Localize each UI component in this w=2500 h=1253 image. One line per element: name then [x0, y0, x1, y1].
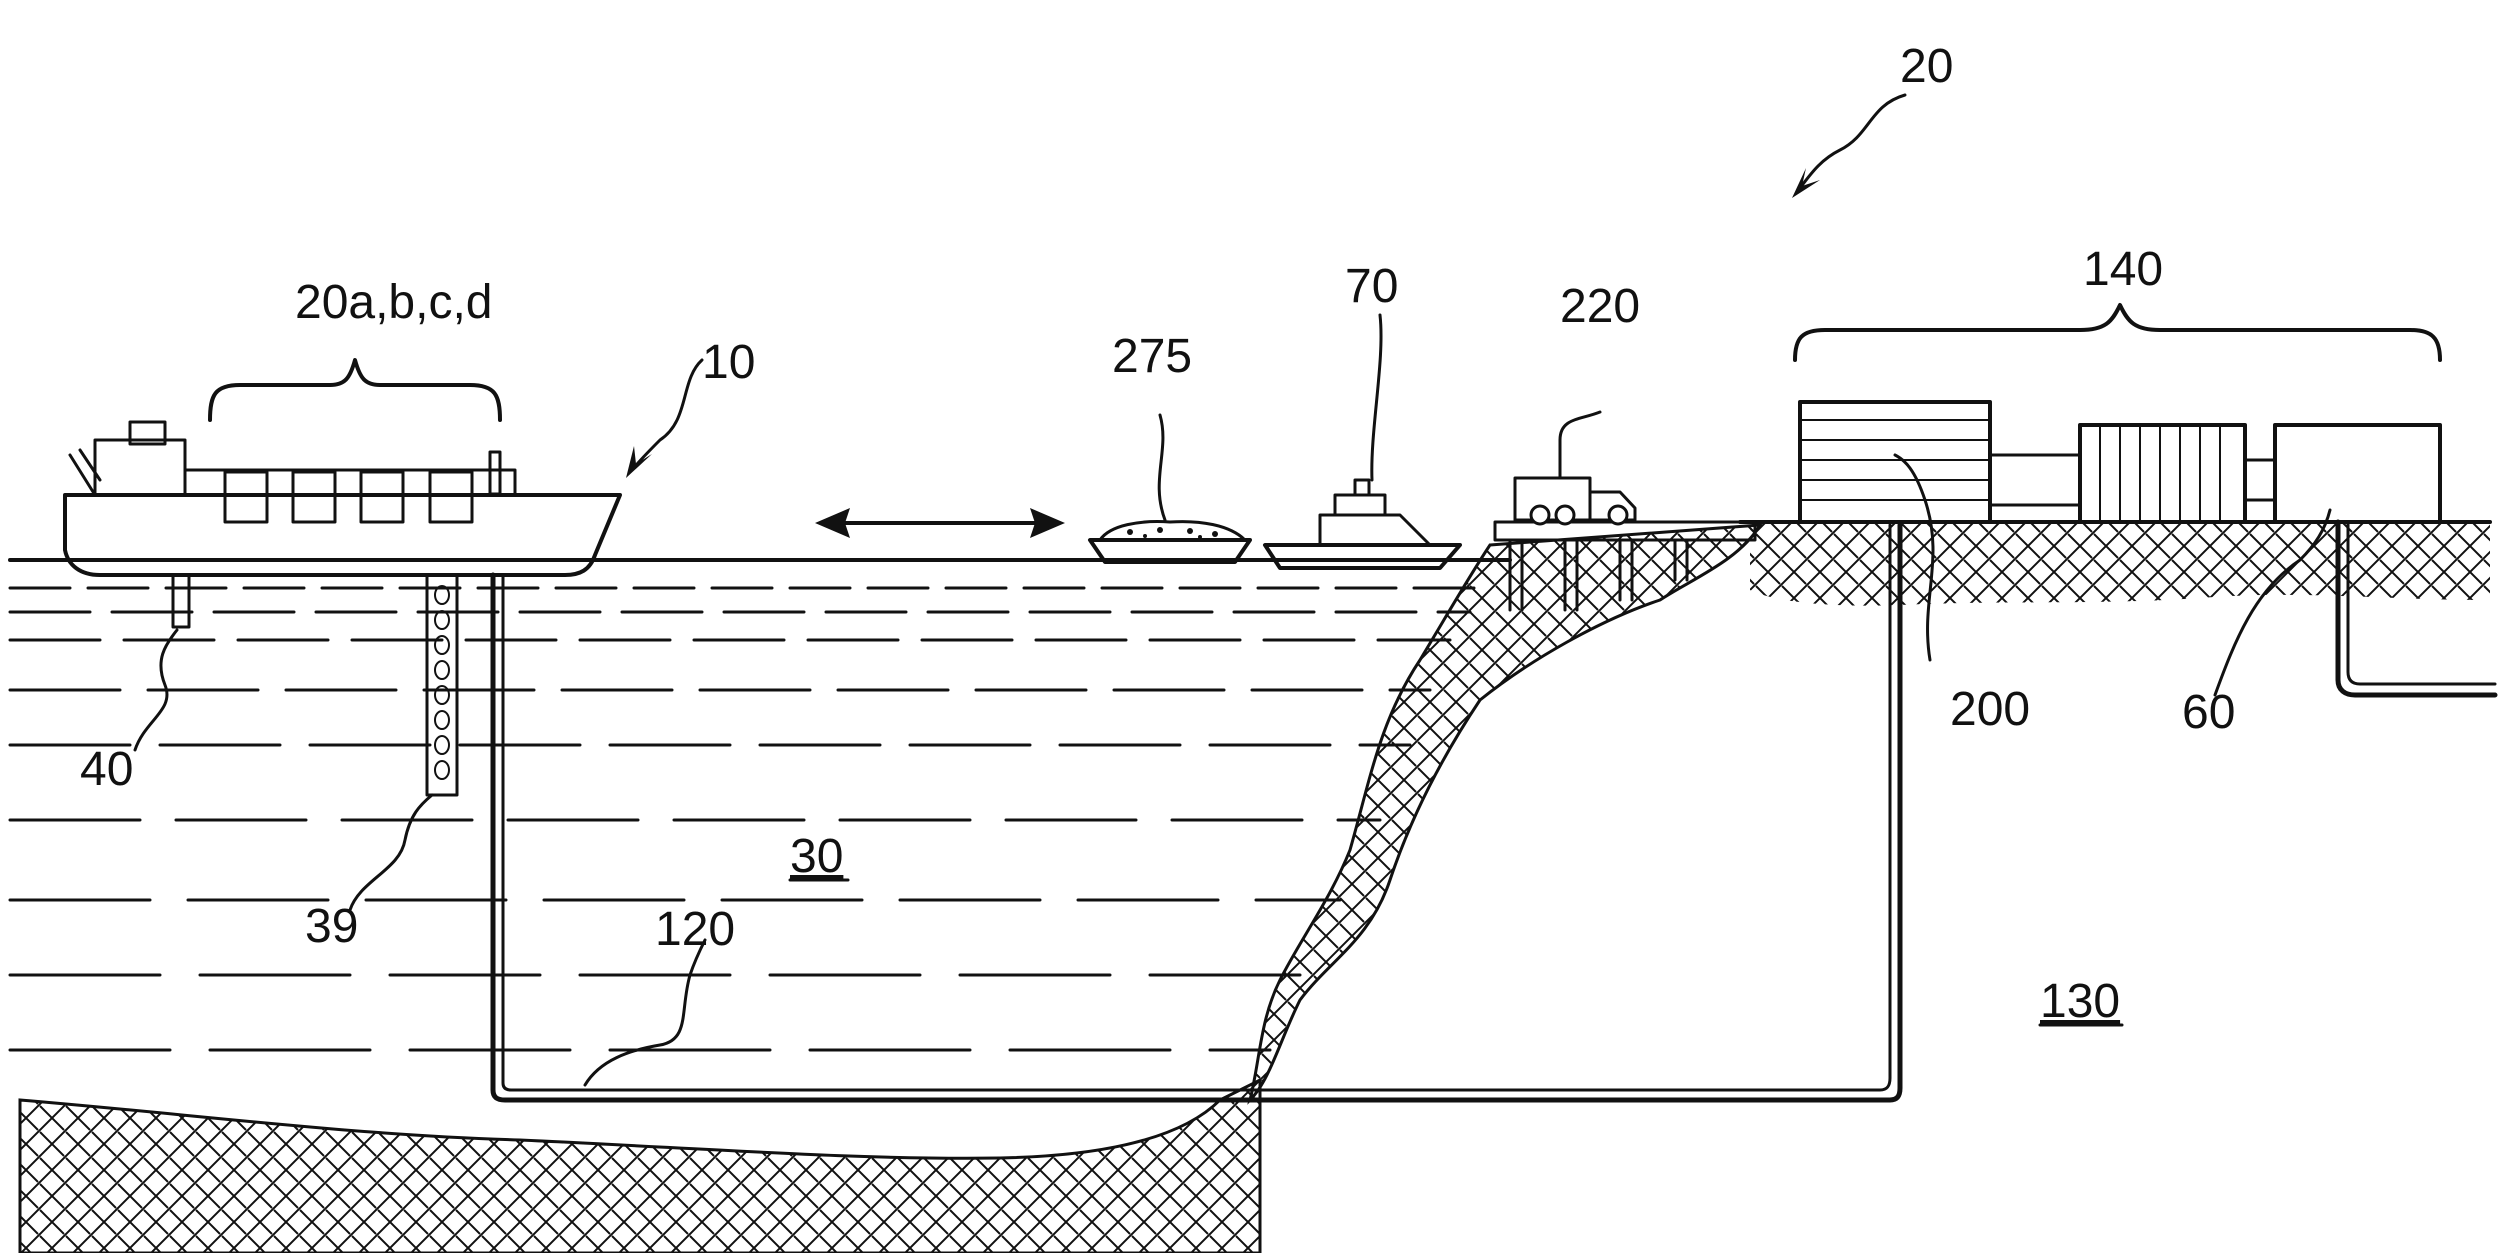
- label-70: 70: [1345, 260, 1398, 313]
- label-275: 275: [1112, 330, 1192, 383]
- label-39: 39: [305, 900, 358, 953]
- coastline-bank: [1247, 523, 1763, 1105]
- vessel-10: [63, 420, 622, 797]
- onshore-facility-140: [1798, 400, 2442, 524]
- barge-275: [1088, 520, 1252, 564]
- label-220: 220: [1560, 280, 1640, 333]
- transit-arrow: [815, 508, 1065, 538]
- label-30: 30: [790, 830, 843, 883]
- reference-labels: 20 20a,b,c,d 10 275 70 220 140 200 60 40…: [80, 40, 2235, 1028]
- pipeline-120: [490, 522, 1903, 1103]
- label-60: 60: [2182, 686, 2235, 739]
- label-130: 130: [2040, 975, 2120, 1028]
- label-200: 200: [1950, 683, 2030, 736]
- brace-facility: [1793, 303, 2442, 362]
- label-10: 10: [702, 336, 755, 389]
- label-20abcd: 20a,b,c,d: [295, 276, 492, 329]
- leader-lines: [133, 93, 2332, 1087]
- label-140: 140: [2083, 243, 2163, 296]
- ground-surface: [1750, 522, 2490, 606]
- support-vessel-70: [1263, 478, 1462, 570]
- seabed: [18, 1077, 1262, 1253]
- label-120: 120: [655, 903, 735, 956]
- label-40: 40: [80, 743, 133, 796]
- pier-220: [1493, 476, 1757, 612]
- water-surface: [8, 558, 1512, 1052]
- label-20: 20: [1900, 40, 1953, 93]
- brace-modules: [208, 358, 502, 422]
